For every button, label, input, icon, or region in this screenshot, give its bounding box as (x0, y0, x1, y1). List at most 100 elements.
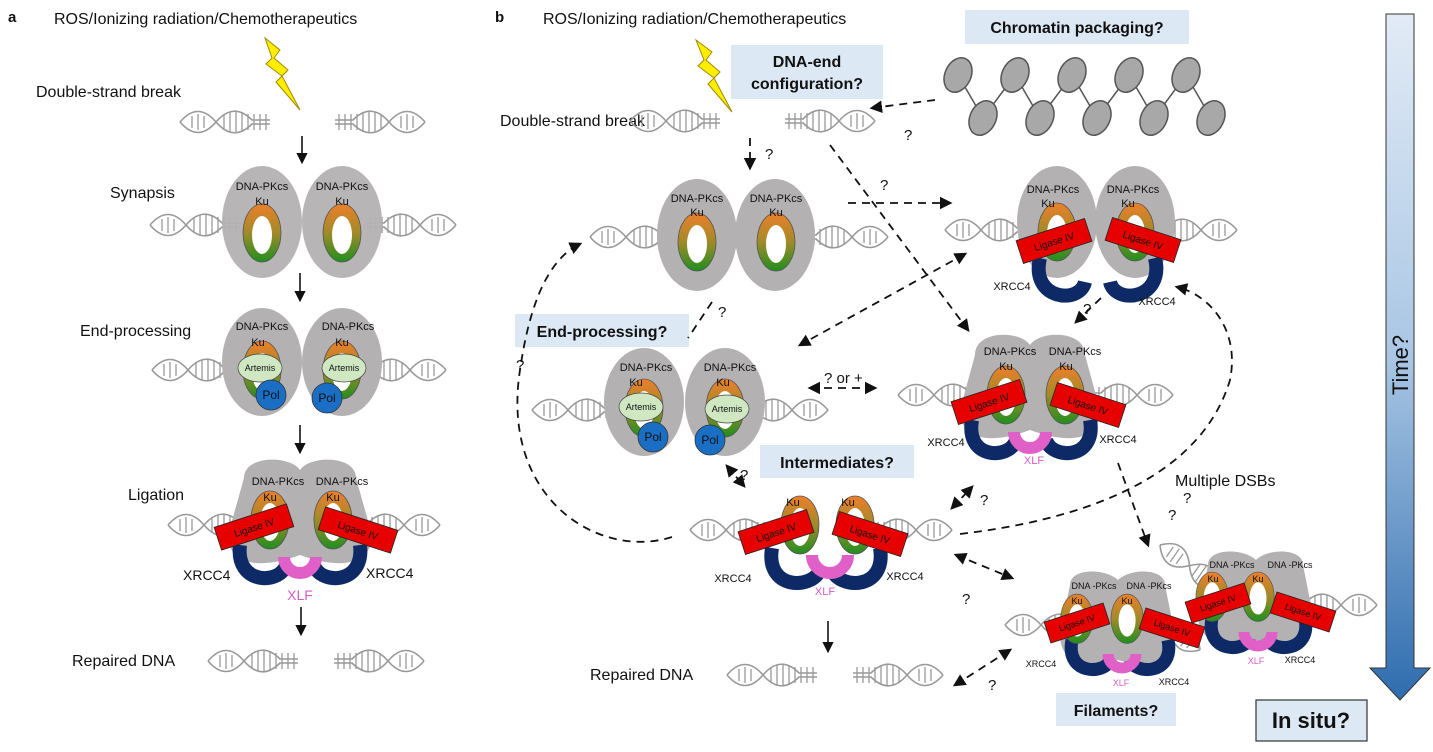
xlf-label: XLF (1024, 455, 1044, 467)
xlf-shape (1238, 631, 1278, 652)
ku-label: Ku (1252, 574, 1263, 584)
ku-label: Ku (716, 377, 729, 389)
nucleosome (1082, 100, 1112, 136)
panel-b-repaired-label: Repaired DNA (590, 667, 693, 684)
pol-label: Pol (701, 433, 718, 447)
ku-label: Ku (999, 361, 1012, 373)
ku-label: Ku (786, 497, 799, 509)
nucleosome (1171, 57, 1201, 93)
xrcc4-label: XRCC4 (714, 573, 751, 585)
nucleosome (943, 57, 973, 93)
or-plus-label: ? or + (824, 370, 863, 387)
box-text: Filaments? (1074, 703, 1158, 720)
ku-label: Ku (326, 492, 339, 504)
nucleosome (1057, 57, 1087, 93)
dnapkcs-label: DNA-PKcs (322, 321, 375, 333)
ku-label: Ku (1121, 198, 1134, 210)
question-mark: ? (904, 127, 912, 144)
dnapkcs-label: DNA-PKcs (1107, 184, 1160, 196)
dnapkcs-label: DNA-PKcs (984, 346, 1037, 358)
box-text: Chromatin packaging? (990, 20, 1163, 37)
panel-a-letter: a (8, 9, 17, 26)
question-mark: ? (1183, 490, 1191, 507)
dashed-arrows (516, 99, 1233, 687)
question-mark: ? (980, 492, 988, 509)
xlf-label: XLF (815, 586, 835, 598)
pol-label: Pol (318, 391, 335, 405)
xlf-shape (806, 554, 854, 579)
xlf-label: XLF (1248, 656, 1265, 666)
repaired-dna-b (726, 663, 944, 687)
xrcc4-label: XRCC4 (927, 437, 964, 449)
end-processing-box: End-processing? (515, 314, 689, 347)
dna-end-configuration-box: DNA-end configuration? (731, 45, 883, 99)
question-mark: ? (988, 677, 996, 694)
dnapkcs-label: DNA-PKcs (671, 193, 724, 205)
xrcc4-label: XRCC4 (1285, 655, 1316, 665)
xrcc4-label: XRCC4 (183, 567, 231, 583)
lightning-bolt-icon (694, 38, 733, 113)
intermediate-complex: Ligase IV Ligase IV Ku Ku XRCC4 XRCC4 XL… (689, 495, 953, 598)
artemis-label: Artemis (329, 363, 360, 373)
question-mark: ? (718, 304, 726, 321)
pol-label: Pol (644, 430, 661, 444)
panel-b-letter: b (495, 9, 504, 26)
dnapkcs-label: DNA-PKcs (252, 476, 305, 488)
synapsis-complex-b: DNA-PKcs DNA-PKcs Ku Ku (589, 179, 889, 291)
end-processing-complex: Artemis Artemis Pol Pol DNA-PKcs DNA-PKc… (151, 308, 447, 416)
time-label: Time? (1388, 335, 1413, 395)
ku-label: Ku (1207, 574, 1218, 584)
ligase-complex-top-right: Ligase IV Ligase IV DNA-PKcs DNA-PKcs Ku… (944, 166, 1238, 308)
end-processing-complex-b: Artemis Artemis Pol Pol DNA-PKcs DNA-PKc… (531, 348, 829, 456)
panel-b-header: ROS/Ionizing radiation/Chemotherapeutics (543, 11, 846, 28)
dna-broken-right (334, 110, 426, 134)
time-arrow: Time? (1368, 13, 1432, 701)
nucleosome (1025, 100, 1055, 136)
xrcc4-label: XRCC4 (1026, 659, 1057, 669)
nucleosome (968, 100, 998, 136)
question-mark: ? (516, 357, 524, 374)
question-mark: ? (765, 146, 773, 163)
nucleosome (1139, 100, 1169, 136)
xlf-shape (1008, 431, 1052, 454)
artemis-label: Artemis (245, 363, 276, 373)
ku-label: Ku (1059, 361, 1072, 373)
lightning-bolt-icon (263, 36, 301, 111)
question-mark: ? (880, 177, 888, 194)
question-marks: ? ? ? ? ? ? ? ? ? ? ? ? ? or + (516, 127, 1191, 694)
ligation-complex: Ligase IV Ligase IV DNA-PKcs DNA-PKcs Ku… (167, 459, 441, 603)
xlf-label: XLF (287, 587, 313, 603)
panel-a-header: ROS/Ionizing radiation/Chemotherapeutics (54, 11, 357, 28)
artemis-label: Artemis (626, 402, 657, 412)
nucleosome-fiber (943, 57, 1226, 136)
box-text: DNA-end (773, 54, 841, 71)
ku-label: Ku (1071, 596, 1082, 606)
linker-dna (957, 73, 1212, 120)
dnapkcs-label: DNA-PKcs (316, 181, 369, 193)
filament-complex: Ligase IV Ligase IV Ligase IV Ligase IV … (1004, 535, 1378, 688)
ku-label: Ku (263, 492, 276, 504)
xrcc4-label: XRCC4 (1159, 677, 1190, 687)
dna-broken-right (784, 109, 876, 133)
full-complex-middle: Ligase IV Ligase IV DNA-PKcs DNA-PKcs Ku… (897, 334, 1174, 467)
step-label-synapsis: Synapsis (110, 185, 175, 202)
pol-circle (694, 424, 726, 456)
nucleosome (1196, 100, 1226, 136)
filaments-box: Filaments? (1056, 693, 1176, 726)
dnapkcs-label: DNA-PKcs (704, 362, 757, 374)
panel-b-dsb-label: Double-strand break (500, 113, 646, 130)
dnapkcs-label: DNA-PKcs (1049, 346, 1102, 358)
nucleosome (1000, 57, 1030, 93)
ku-label: Ku (251, 337, 264, 349)
dnapkcs-label: DNA -PKcs (1209, 560, 1255, 570)
step-label-dsb: Double-strand break (36, 84, 182, 101)
artemis-label: Artemis (712, 404, 743, 414)
dnapkcs-label: DNA-PKcs (620, 362, 673, 374)
question-mark: ? (740, 467, 748, 484)
ku-label: Ku (769, 207, 782, 219)
intermediates-box: Intermediates? (760, 445, 914, 478)
pol-circle (637, 421, 669, 453)
question-mark: ? (1168, 507, 1176, 524)
pol-circle (311, 382, 343, 414)
box-text: configuration? (751, 76, 863, 93)
